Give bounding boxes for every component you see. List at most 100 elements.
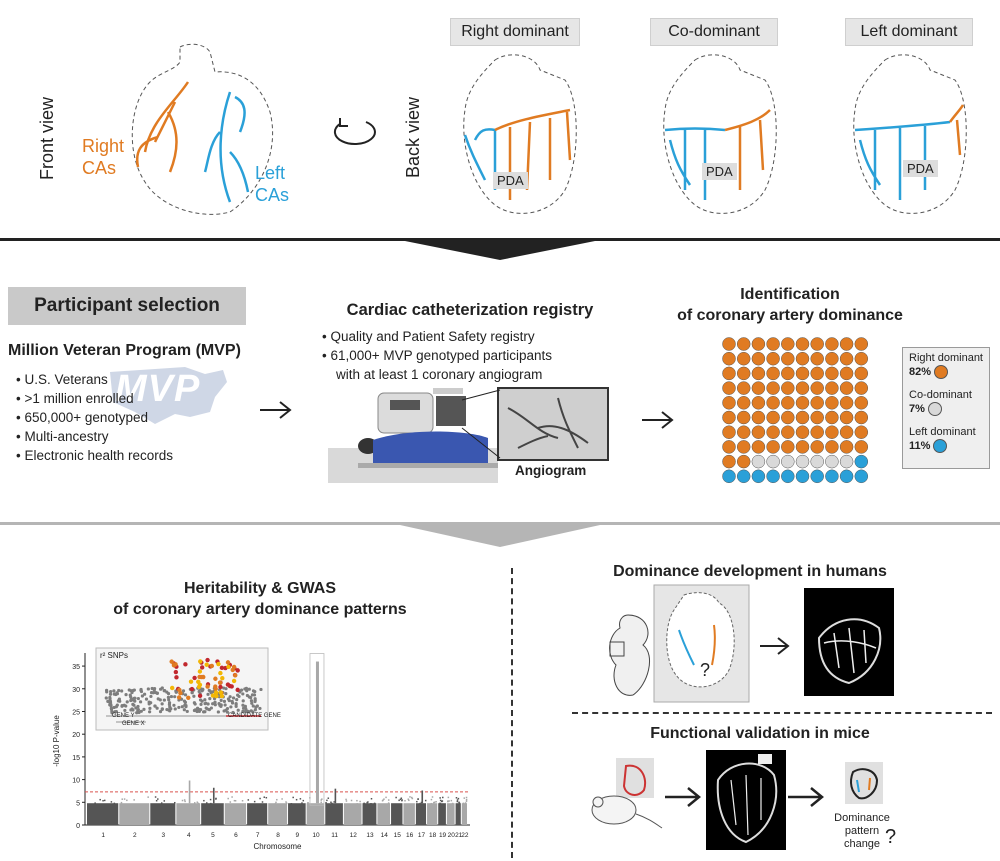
- inset-snp: [104, 696, 108, 700]
- inset-snp: [201, 687, 205, 691]
- snp-point: [407, 798, 410, 800]
- x-tick-label: 17: [418, 832, 426, 839]
- waffle-dot: [854, 425, 869, 439]
- waffle-dot: [736, 337, 751, 351]
- angiogram-zoom-lines: [461, 389, 501, 459]
- snp-point: [121, 798, 123, 800]
- inset-snp: [241, 706, 246, 710]
- snp-point: [464, 802, 467, 804]
- inset-snp: [142, 707, 146, 711]
- waffle-dot: [722, 425, 736, 439]
- inset-snp: [172, 703, 176, 707]
- waffle-dot: [781, 425, 795, 439]
- waffle-dot: [722, 454, 736, 469]
- y-tick-label: 35: [72, 664, 80, 671]
- snp-point: [456, 799, 459, 801]
- snp-point: [320, 801, 322, 804]
- inset-snp: [165, 707, 169, 712]
- inset-snp-highlight: [220, 676, 225, 681]
- waffle-dot: [795, 425, 810, 439]
- chromosome-points-1: [87, 803, 119, 825]
- waffle-dot: [839, 351, 854, 366]
- x-tick-label: 14: [381, 832, 389, 839]
- inset-snp-highlight: [176, 695, 182, 700]
- list-item: 61,000+ MVP genotyped participants: [322, 346, 552, 365]
- inset-snp-highlight: [197, 693, 203, 699]
- inset-snp: [115, 703, 119, 707]
- list-item: with at least 1 coronary angiogram: [336, 367, 543, 382]
- inset-snp: [123, 708, 127, 713]
- list-item: Multi-ancestry: [16, 427, 173, 446]
- waffle-dot: [781, 366, 795, 381]
- snp-point: [370, 797, 373, 800]
- y-tick-label: 5: [76, 800, 80, 807]
- pda-label-left: PDA: [903, 160, 938, 177]
- snp-point: [276, 798, 278, 801]
- waffle-dot: [751, 366, 766, 381]
- snp-point: [275, 801, 277, 804]
- inset-snp: [251, 710, 255, 714]
- separator-top: [0, 238, 1000, 241]
- legend-label: Co-dominant: [909, 389, 972, 401]
- snp-point: [431, 796, 434, 798]
- snp-point: [345, 798, 347, 801]
- snp-point: [321, 798, 323, 800]
- inset-snp: [229, 705, 233, 709]
- snp-point: [439, 797, 441, 799]
- snp-point: [234, 800, 237, 802]
- inset-snp: [250, 701, 254, 705]
- waffle-dot: [781, 469, 795, 484]
- back-view-label: Back view: [403, 96, 423, 178]
- validation-title: Functional validation in mice: [650, 725, 870, 742]
- arrow-icon: [665, 787, 701, 807]
- inset-snp: [243, 709, 247, 714]
- waffle-dot: [810, 366, 824, 381]
- inset-snp: [166, 695, 170, 699]
- inset-snp: [183, 700, 188, 704]
- snp-point: [215, 798, 217, 800]
- inset-snp: [226, 697, 231, 701]
- x-tick-label: 7: [256, 832, 260, 839]
- inset-snp: [236, 708, 240, 712]
- waffle-dot: [736, 454, 751, 469]
- snp-point: [174, 801, 176, 804]
- snp-point: [295, 798, 298, 801]
- x-tick-label: 5: [211, 832, 215, 839]
- inset-snp-highlight: [169, 685, 175, 691]
- waffle-dot: [795, 454, 810, 469]
- inset-snp: [165, 690, 169, 694]
- snp-point: [462, 802, 465, 805]
- tag-co-dominant: Co-dominant: [650, 18, 778, 46]
- snp-point: [292, 796, 294, 799]
- waffle-dot: [810, 337, 824, 351]
- tag-right-dominant: Right dominant: [450, 18, 580, 46]
- peak-chr-5: [212, 787, 215, 804]
- x-tick-label: 9: [296, 832, 300, 839]
- snp-point: [301, 802, 303, 804]
- snp-point: [103, 799, 106, 802]
- inset-snp: [109, 690, 113, 694]
- inset-snp: [160, 686, 164, 690]
- snp-point: [457, 797, 460, 800]
- snp-point: [382, 799, 384, 801]
- inset-snp: [231, 696, 236, 700]
- inset-snp: [133, 699, 137, 703]
- inset-snp: [113, 710, 117, 714]
- inset-snp: [120, 703, 124, 708]
- peak-chr-11: [334, 788, 337, 804]
- snp-point: [465, 798, 468, 801]
- snp-point: [231, 796, 233, 798]
- inset-snp: [153, 704, 157, 708]
- x-tick-label: 13: [366, 832, 374, 839]
- waffle-dot: [810, 351, 824, 366]
- x-axis-label: Chromosome: [253, 842, 302, 851]
- waffle-dot: [751, 440, 766, 454]
- chromosome-points-6: [224, 803, 247, 825]
- x-tick-label: 3: [162, 832, 166, 839]
- inset-snp: [105, 690, 109, 694]
- inset-snp: [228, 695, 232, 699]
- snp-point: [447, 800, 449, 802]
- snp-point: [155, 799, 158, 802]
- inset-snp: [185, 709, 189, 714]
- bottom-divider-horizontal: [572, 712, 992, 714]
